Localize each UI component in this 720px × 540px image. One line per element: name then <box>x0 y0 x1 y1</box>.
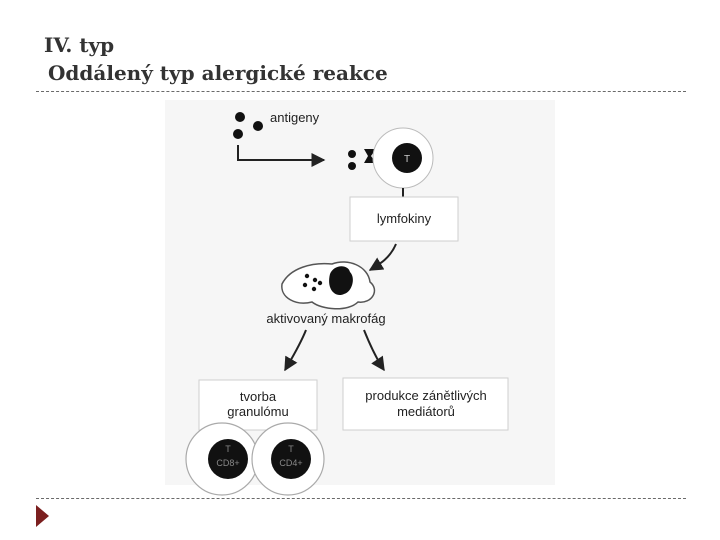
arrow-to-mediators <box>363 329 385 372</box>
cd8-cell-top-label: T <box>225 444 231 454</box>
arrow-lymphokine-to-macrophage <box>368 243 397 271</box>
slide-title: IV. typ Oddálený typ alergické reakce <box>44 31 388 87</box>
cd8-t-cell: T CD8+ <box>185 422 259 496</box>
antigen-dots <box>233 112 263 139</box>
t-cell: T <box>372 127 434 189</box>
granuloma-line-2: granulómu <box>227 404 288 419</box>
cd4-cell-top-label: T <box>288 444 294 454</box>
arrow-to-granuloma <box>284 329 307 372</box>
cd4-cell-bottom-label: CD4+ <box>279 458 302 468</box>
lymphokine-box <box>349 196 459 242</box>
mediators-line-1: produkce zánětlivých <box>365 388 486 403</box>
bullet-arrow-icon <box>36 505 49 527</box>
title-line-2: Oddálený typ alergické reakce <box>48 61 388 85</box>
arrow-antigen-to-t-cell <box>237 145 326 167</box>
cd8-cell-bottom-label: CD8+ <box>216 458 239 468</box>
top-divider <box>36 91 686 92</box>
macrophage <box>281 261 376 310</box>
bottom-divider <box>36 498 686 499</box>
granuloma-line-1: tvorba <box>240 389 277 404</box>
macrophage-label: aktivovaný makrofág <box>266 311 385 326</box>
mediators-line-2: mediátorů <box>397 404 455 419</box>
t-cell-label: T <box>404 154 410 165</box>
title-line-1: IV. typ <box>44 33 115 57</box>
lymphokine-label: lymfokiny <box>377 211 432 226</box>
cd4-t-cell: T CD4+ <box>251 422 325 496</box>
granuloma-box <box>198 379 318 431</box>
mediators-box <box>342 377 509 431</box>
antigen-label: antigeny <box>270 110 320 125</box>
